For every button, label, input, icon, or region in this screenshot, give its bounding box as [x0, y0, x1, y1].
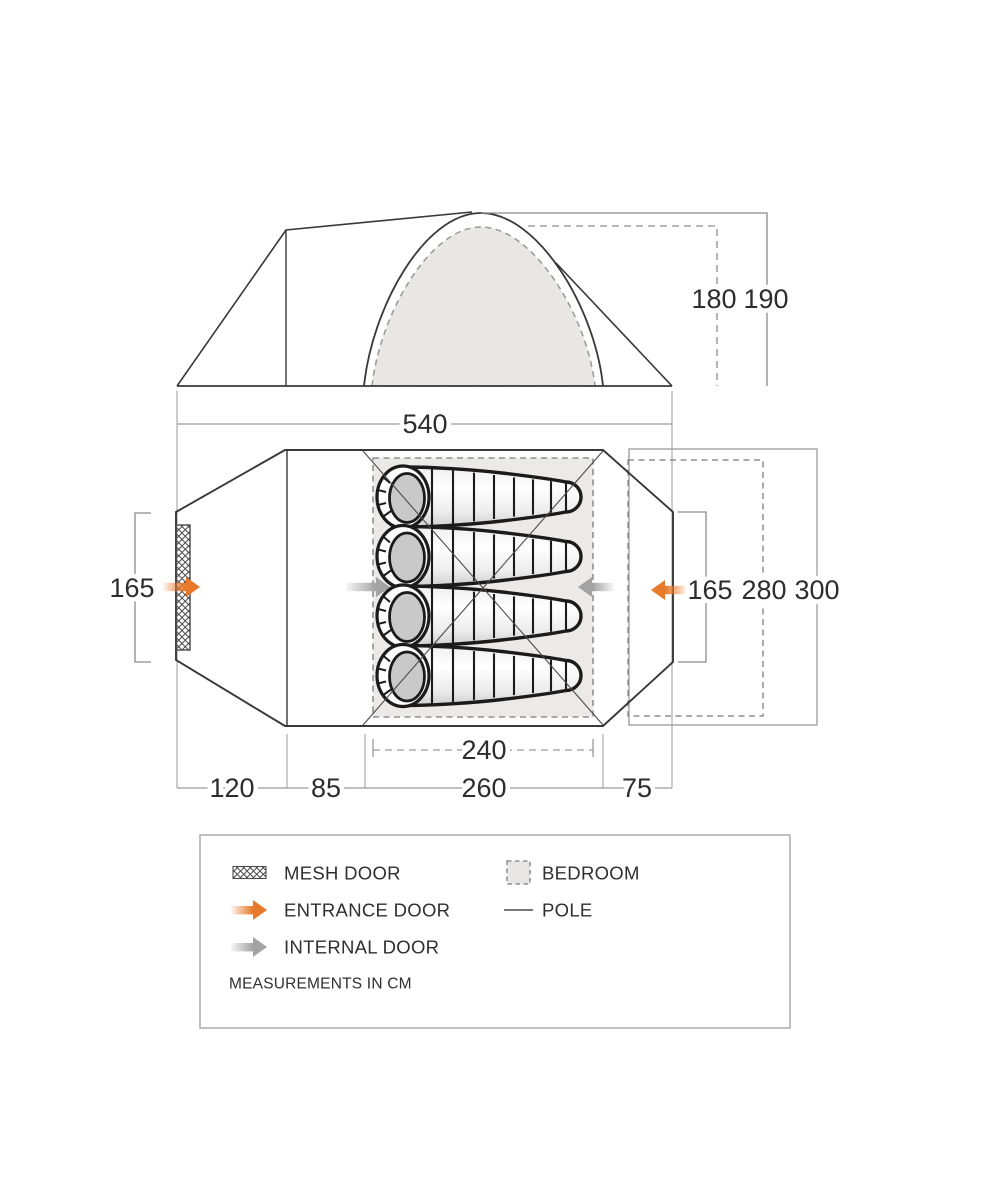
pole-lines: [362, 450, 604, 726]
inner-height-label: 180: [691, 284, 736, 314]
inner-tent-dome: [371, 226, 596, 387]
side-elevation: 180 190: [176, 211, 793, 387]
inner-width-indicator: [627, 459, 764, 717]
outer-width-label: 300: [794, 575, 839, 605]
tent-outline: [175, 449, 674, 727]
mesh-door-swatch-icon: [232, 865, 267, 880]
left-door-bracket: [134, 512, 151, 663]
height-dimension-lines: [481, 212, 768, 386]
right-door-height-label: 165: [687, 575, 732, 605]
legend-box: [199, 834, 791, 1029]
length-label: 540: [402, 409, 447, 439]
outer-height-label: 190: [743, 284, 788, 314]
bottom-dimensions: 240 120 85 260 75: [177, 731, 672, 808]
legend-entrance-door-label: ENTRANCE DOOR: [284, 900, 450, 921]
inner-width-label: 280: [741, 575, 786, 605]
legend-internal-door-label: INTERNAL DOOR: [284, 937, 439, 958]
legend-bedroom-label: BEDROOM: [542, 863, 640, 884]
legend-pole-label: POLE: [542, 900, 593, 921]
internal-door-arrow-left: [346, 577, 390, 597]
outer-width-indicator: [628, 448, 818, 726]
length-dimension: 540: [177, 405, 672, 444]
right-door-bracket: [678, 511, 707, 663]
segment-label-85: 85: [311, 773, 341, 803]
bedroom-length-label: 240: [461, 735, 506, 765]
bedroom-swatch-icon: [506, 860, 531, 885]
entrance-door-arrow-right: [651, 580, 687, 600]
left-door-height-label: 165: [109, 573, 154, 603]
internal-door-arrow-right: [578, 577, 614, 597]
internal-arrow-icon: [231, 937, 267, 957]
segment-label-120: 120: [209, 773, 254, 803]
entrance-door-arrow-left: [163, 577, 200, 597]
entrance-arrow-icon: [231, 900, 267, 920]
segment-label-75: 75: [622, 773, 652, 803]
floor-plan: 165 165 280 300: [105, 448, 844, 727]
legend-mesh-door-label: MESH DOOR: [284, 863, 401, 884]
measurements-note: MEASUREMENTS IN CM: [229, 976, 412, 993]
segment-label-260: 260: [461, 773, 506, 803]
legend: MESH DOOR ENTRANCE DOOR INTERNAL DOOR BE…: [199, 834, 791, 1029]
rear-slope-line: [555, 262, 673, 387]
